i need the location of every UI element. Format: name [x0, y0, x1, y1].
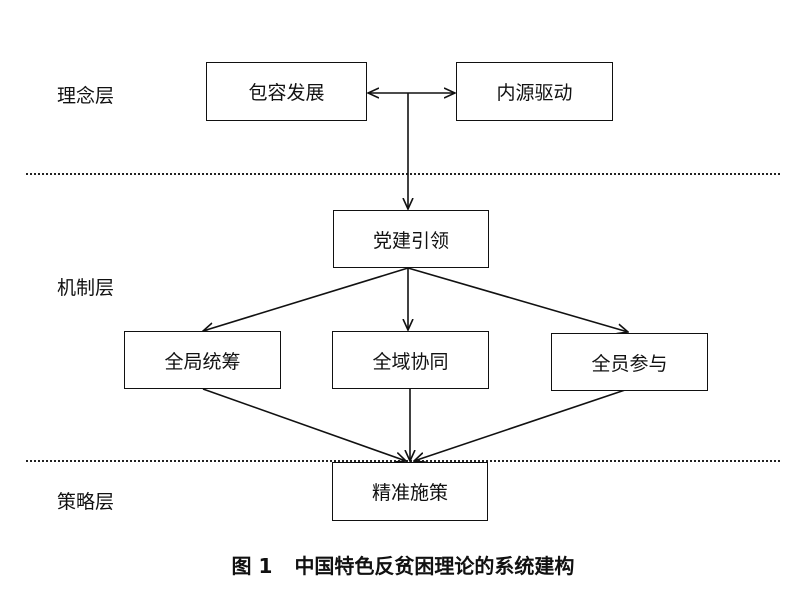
arrow-to-full-participation [407, 267, 628, 332]
layer-divider-top [26, 173, 780, 175]
node-precise-policy: 精准施策 [332, 462, 488, 521]
node-party-leadership: 党建引领 [333, 210, 489, 268]
node-regional-coordination: 全域协同 [332, 331, 489, 389]
node-endogenous-drive-label: 内源驱动 [496, 82, 573, 104]
node-inclusive-development: 包容发展 [206, 62, 367, 121]
layer-label-strategy: 策略层 [57, 491, 115, 513]
node-overall-planning: 全局统筹 [124, 331, 281, 389]
node-overall-planning-label: 全局统筹 [164, 350, 241, 373]
figure-caption: 图 1 中国特色反贫困理论的系统建构 [0, 550, 806, 579]
node-inclusive-development-label: 包容发展 [248, 82, 325, 104]
layer-label-concept: 理念层 [57, 85, 115, 107]
arrow-to-overall-planning [203, 267, 409, 331]
figure-title: 中国特色反贫困理论的系统建构 [294, 554, 575, 578]
figure-number: 图 1 [231, 554, 273, 578]
node-party-leadership-label: 党建引领 [372, 229, 449, 252]
arrow-full-participation-to-precise-policy [414, 388, 629, 461]
node-precise-policy-label: 精准施策 [371, 482, 448, 504]
layer-label-mechanism: 机制层 [57, 277, 115, 299]
node-regional-coordination-label: 全域协同 [372, 350, 449, 373]
node-full-participation: 全员参与 [551, 333, 708, 391]
node-endogenous-drive: 内源驱动 [456, 62, 613, 121]
node-full-participation-label: 全员参与 [591, 352, 668, 375]
arrow-overall-planning-to-precise-policy [202, 388, 406, 461]
